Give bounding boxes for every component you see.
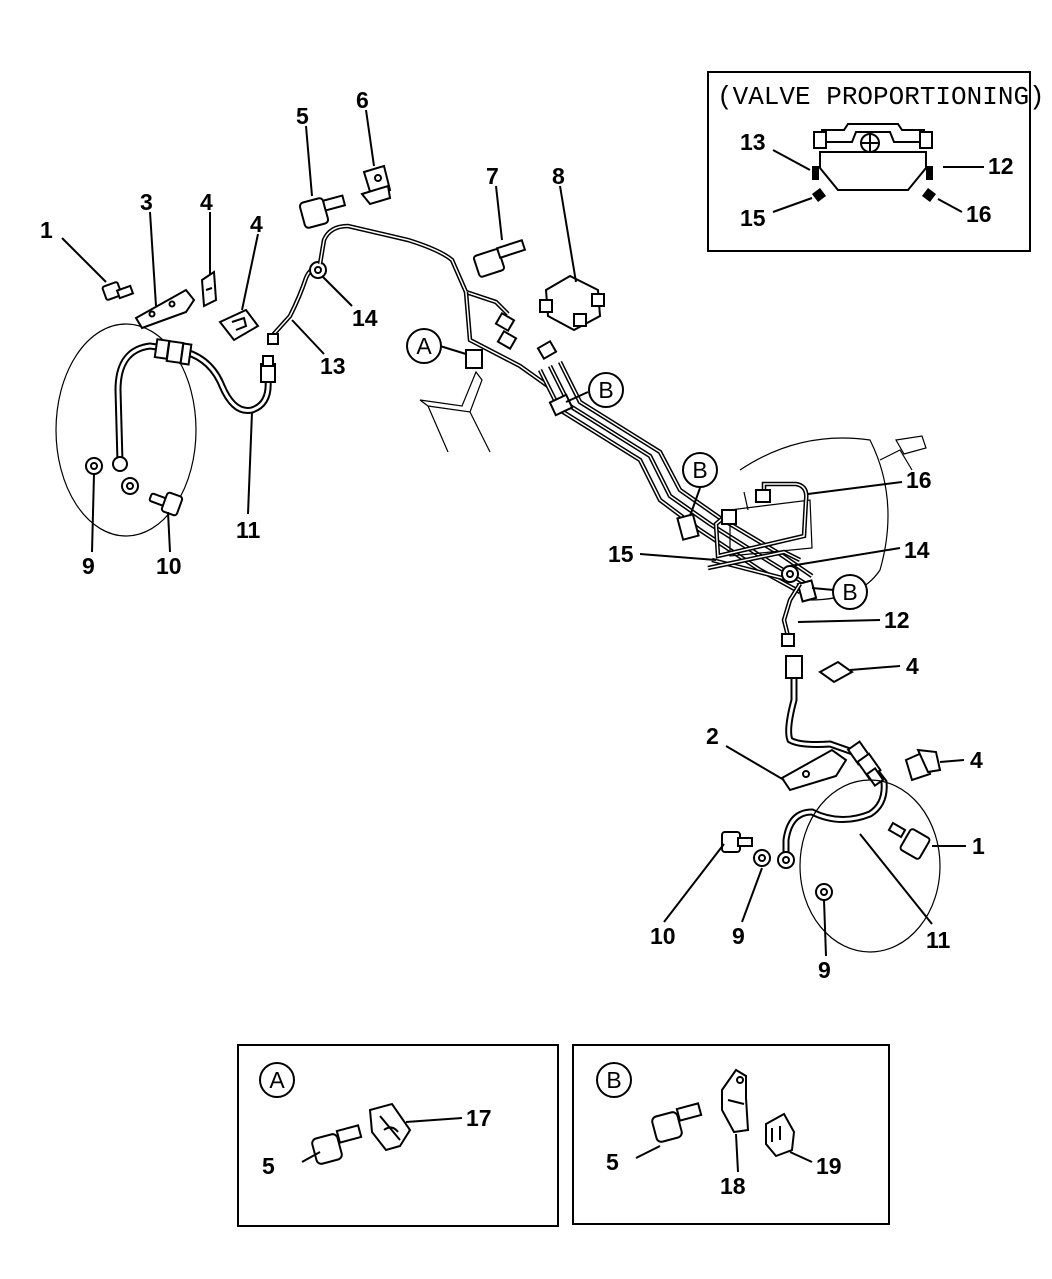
leader-lines bbox=[61, 109, 966, 957]
callout-4-right-a: 4 bbox=[906, 653, 919, 679]
right-hose-assembly bbox=[721, 582, 942, 953]
inset-title: (VALVE PROPORTIONING) bbox=[717, 82, 1045, 112]
inset-frame bbox=[707, 71, 1031, 252]
marker-b1-circle bbox=[588, 372, 624, 408]
detail-markers: A B B B bbox=[406, 328, 868, 610]
detail-a-box: A 5 17 bbox=[237, 1044, 559, 1227]
callout-2: 2 bbox=[706, 723, 719, 749]
callout-1-left: 1 bbox=[40, 217, 53, 243]
marker-b2-text: B bbox=[692, 457, 707, 483]
brake-booster-outline bbox=[707, 435, 927, 601]
marker-a-text: A bbox=[416, 333, 432, 359]
callout-1-right: 1 bbox=[972, 833, 985, 859]
callout-14-right: 14 bbox=[904, 537, 930, 563]
detail-b-bolt bbox=[651, 1111, 683, 1143]
detail-b-callout-18: 18 bbox=[720, 1173, 746, 1199]
main-brake-tube bbox=[298, 164, 605, 388]
marker-b2-circle bbox=[682, 452, 718, 488]
callout-6: 6 bbox=[356, 87, 369, 113]
callouts: 1 3 4 4 5 6 7 8 14 13 11 9 10 16 15 14 1… bbox=[40, 87, 985, 983]
callout-14-left: 14 bbox=[352, 305, 378, 331]
callout-16: 16 bbox=[906, 467, 932, 493]
inset-callout-13: 13 bbox=[740, 129, 766, 155]
detail-a-callout-17: 17 bbox=[466, 1105, 492, 1131]
callout-11-left: 11 bbox=[236, 517, 261, 543]
detail-a-marker bbox=[259, 1062, 295, 1098]
callout-10-right: 10 bbox=[650, 923, 676, 949]
detail-b-callout-19: 19 bbox=[816, 1153, 842, 1179]
callout-15: 15 bbox=[608, 541, 634, 567]
inset-valve-proportioning: (VALVE PROPORTIONING) 13 12 15 16 bbox=[707, 71, 1045, 252]
left-brake-tube-13 bbox=[267, 261, 327, 345]
callout-7: 7 bbox=[486, 163, 499, 189]
marker-b3-text: B bbox=[842, 579, 857, 605]
callout-4-left-a: 4 bbox=[200, 189, 213, 215]
callout-5: 5 bbox=[296, 103, 309, 129]
callout-4-right-b: 4 bbox=[970, 747, 983, 773]
callout-12: 12 bbox=[884, 607, 910, 633]
marker-b3-circle bbox=[832, 574, 868, 610]
proportioning-valve-drawing bbox=[812, 123, 936, 202]
left-rotor-outline bbox=[55, 323, 197, 537]
inset-callout-16: 16 bbox=[966, 201, 992, 227]
callout-13: 13 bbox=[320, 353, 346, 379]
detail-b-marker bbox=[596, 1062, 632, 1098]
inset-callout-15: 15 bbox=[740, 205, 766, 231]
callout-10-left: 10 bbox=[156, 553, 182, 579]
frame-rail-outline bbox=[419, 370, 491, 453]
detail-a-letter: A bbox=[269, 1067, 285, 1093]
callout-9-right: 9 bbox=[732, 923, 745, 949]
detail-b-callout-5: 5 bbox=[606, 1149, 619, 1175]
detail-b-box: B 5 18 19 bbox=[572, 1044, 890, 1225]
detail-b-letter: B bbox=[606, 1067, 621, 1093]
detail-b-frame bbox=[572, 1044, 890, 1225]
callout-11-right: 11 bbox=[926, 927, 951, 953]
detail-a-bolt bbox=[311, 1133, 343, 1165]
callout-9-left: 9 bbox=[82, 553, 95, 579]
right-rotor-outline bbox=[799, 779, 941, 953]
inset-callout-12: 12 bbox=[988, 153, 1014, 179]
detail-a-callout-5: 5 bbox=[262, 1153, 275, 1179]
callout-8: 8 bbox=[552, 163, 565, 189]
left-hose-assembly bbox=[55, 270, 276, 537]
marker-a-circle bbox=[406, 328, 442, 364]
callout-4-left-b: 4 bbox=[250, 211, 263, 237]
detail-a-frame bbox=[237, 1044, 559, 1227]
callout-3: 3 bbox=[140, 189, 153, 215]
callout-9-rotor: 9 bbox=[818, 957, 831, 983]
marker-b1-text: B bbox=[598, 377, 613, 403]
